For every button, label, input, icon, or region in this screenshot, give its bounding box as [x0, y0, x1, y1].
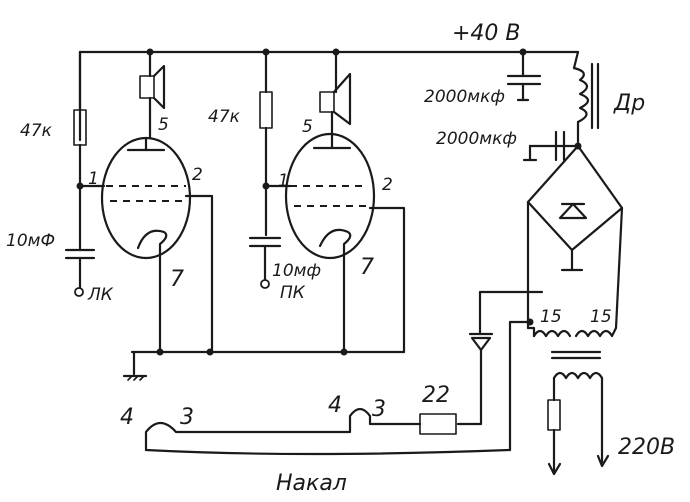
heater2-pin3-label: 3 [372, 397, 386, 422]
mid-input-resistor [259, 50, 273, 237]
mid-capacitor-label: 10мф [272, 261, 321, 281]
speaker-2-icon [319, 50, 352, 138]
choke-label: Др [613, 91, 645, 116]
lamp2-pin2-label: 2 [382, 175, 393, 195]
cap-mid-label: 2000мкф [436, 129, 517, 149]
left-input-label: ЛК [87, 285, 114, 305]
filter-capacitor-top [506, 50, 542, 102]
lamp1-pin2-label: 2 [192, 165, 203, 185]
heater-filaments [144, 407, 512, 456]
ground-rail [130, 348, 406, 376]
lamp1-pin1-label: 1 [88, 169, 99, 189]
lamp1-pin7-label: 7 [170, 267, 184, 292]
heater-resistor-label: 22 [422, 383, 450, 408]
heater-feed [456, 290, 544, 452]
trans-15-right-label: 15 [590, 307, 612, 327]
lamp1-pin5-label: 5 [158, 115, 169, 135]
heater-title: Накал [276, 471, 347, 496]
left-input-resistor [73, 50, 87, 252]
heater-resistor [378, 413, 457, 435]
mains-label: 220В [618, 435, 675, 460]
heater1-pin3-label: 3 [180, 405, 194, 430]
lamp2-pin1-label: 1 [278, 171, 289, 191]
rectifier-bridge [526, 144, 624, 330]
mid-resistor-label: 47к [208, 107, 241, 127]
left-resistor-label: 47к [20, 121, 53, 141]
mid-input-capacitor [248, 236, 282, 289]
lamp-1 [100, 136, 214, 354]
ground-icon [122, 374, 148, 381]
filter-capacitor-mid [522, 130, 582, 162]
left-input-capacitor [64, 248, 96, 297]
heater2-pin4-label: 4 [328, 393, 342, 418]
supply-voltage-label: +40 В [452, 21, 521, 46]
lamp2-pin5-label: 5 [302, 117, 313, 137]
lamp-2 [284, 132, 406, 354]
trans-15-left-label: 15 [540, 307, 562, 327]
heater1-pin4-label: 4 [120, 405, 134, 430]
choke [572, 62, 600, 144]
mains-fuse [547, 399, 562, 476]
power-transformer [526, 326, 618, 468]
lamp2-pin7-label: 7 [360, 255, 374, 280]
mid-input-label: ПК [280, 283, 306, 303]
left-capacitor-label: 10мФ [6, 231, 55, 251]
cap-top-label: 2000мкф [424, 87, 505, 107]
speaker-1-icon [139, 50, 166, 140]
